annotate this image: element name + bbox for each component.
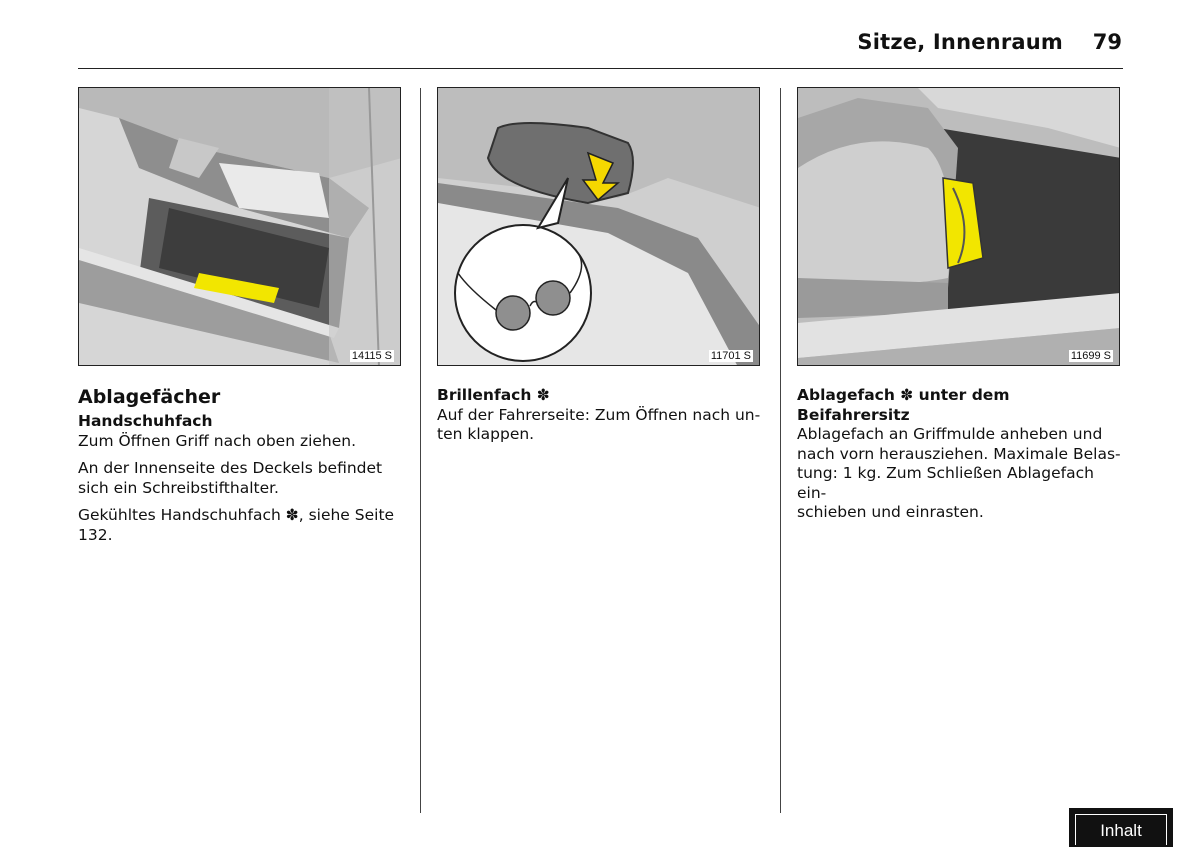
column-sunglasses-text: Brillenfach ✽ Auf der Fahrerseite: Zum Ö… — [437, 386, 762, 445]
column-divider-1 — [420, 88, 421, 813]
under-seat-drawer-illustration-icon — [798, 88, 1119, 365]
section-heading: Ablagefach ✽ unter dem Beifahrersitz — [797, 386, 1010, 424]
figure-sunglasses-holder: 11701 S — [437, 87, 760, 366]
column-under-seat-text: Ablagefach ✽ unter dem Beifahrersitz Abl… — [797, 386, 1122, 523]
sunglasses-holder-illustration-icon — [438, 88, 759, 365]
paragraph: Gekühltes Handschuhfach ✽, siehe Seite 1… — [78, 506, 395, 544]
glovebox-illustration-icon — [79, 88, 400, 365]
paragraph: Zum Öffnen Griff nach oben ziehen. — [78, 431, 357, 450]
figure-code: 11701 S — [708, 350, 753, 362]
figure-glovebox: 14115 S — [78, 87, 401, 366]
paragraph-line: nach vorn herausziehen. Maximale Belas- — [797, 444, 1121, 463]
page-title: Sitze, Innenraum — [857, 30, 1063, 54]
paragraph-line: Auf der Fahrerseite: Zum Öffnen nach un- — [437, 405, 761, 424]
paragraph-line: schieben und einrasten. — [797, 503, 984, 521]
section-heading: Ablagefächer — [78, 386, 221, 408]
figure-code: 14115 S — [349, 350, 394, 362]
paragraph-line: ten klappen. — [437, 425, 535, 443]
header-divider — [78, 68, 1123, 69]
column-glovebox-text: Ablagefächer Handschuhfach Zum Öffnen Gr… — [78, 386, 403, 553]
paragraph-line: Ablagefach an Griffmulde anheben und — [797, 425, 1103, 443]
contents-button[interactable]: Inhalt — [1069, 808, 1173, 847]
paragraph-line: tung: 1 kg. Zum Schließen Ablagefach ein… — [797, 464, 1094, 502]
section-heading: Brillenfach ✽ — [437, 386, 550, 404]
figure-code: 11699 S — [1068, 350, 1113, 362]
paragraph: An der Innenseite des Deckels befindet s… — [78, 459, 383, 497]
page-number: 79 — [1092, 30, 1122, 54]
contents-button-label: Inhalt — [1075, 814, 1167, 845]
column-divider-2 — [780, 88, 781, 813]
figure-under-seat-drawer: 11699 S — [797, 87, 1120, 366]
sub-heading: Handschuhfach — [78, 412, 213, 430]
